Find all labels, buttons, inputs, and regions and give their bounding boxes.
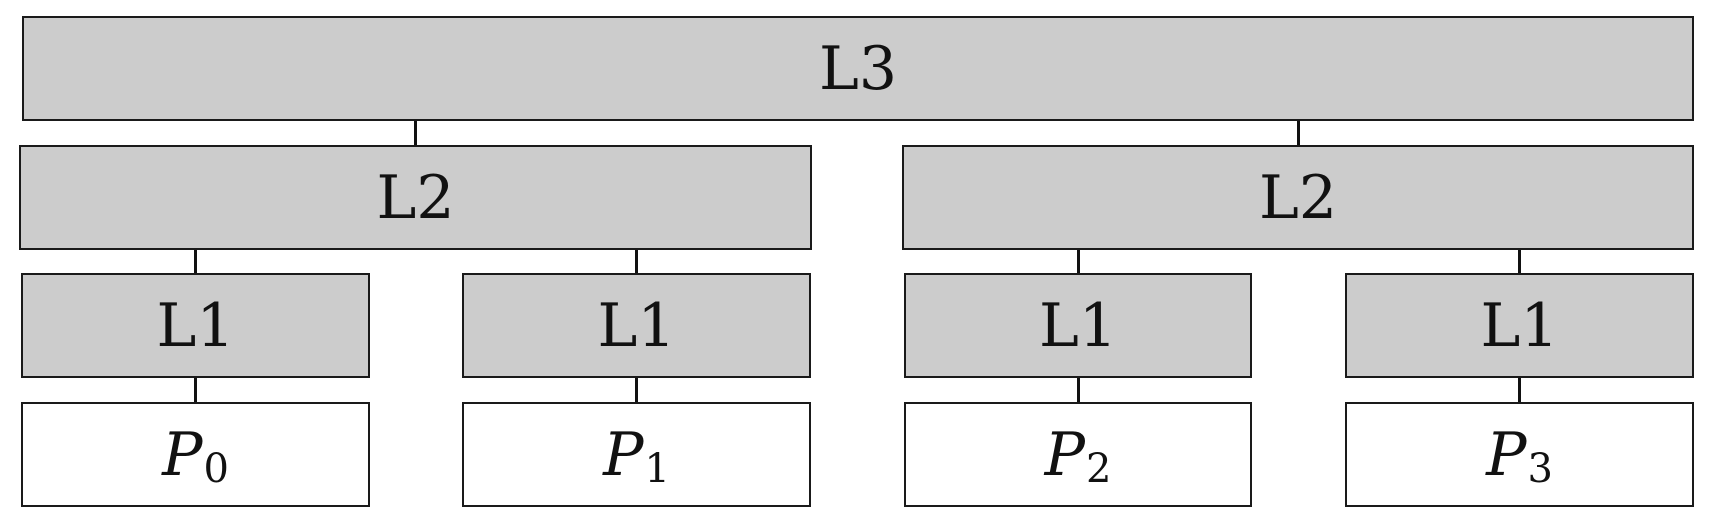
- connector-l2-to-l1: [635, 250, 638, 273]
- processor-letter: P: [1486, 419, 1527, 490]
- l3-cache-box: L3: [22, 16, 1694, 121]
- processor-letter: P: [1044, 419, 1085, 490]
- l1-cache-label: L1: [1480, 290, 1559, 361]
- l2-cache-label: L2: [1258, 162, 1338, 233]
- connector-l2-to-l1: [1077, 250, 1080, 273]
- processor-index: 2: [1085, 445, 1112, 492]
- l1-cache-label: L1: [1038, 290, 1118, 361]
- l3-cache-label: L3: [818, 33, 898, 104]
- connector-l2-to-l1: [1518, 250, 1521, 273]
- l1-cache-box: L1: [904, 273, 1252, 378]
- processor-index: 3: [1527, 445, 1553, 492]
- connector-l1-to-processor: [1518, 378, 1521, 402]
- l1-cache-label: L1: [156, 290, 235, 361]
- processor-index: 0: [203, 445, 229, 492]
- connector-l2-to-l1: [194, 250, 197, 273]
- connector-l3-to-l2: [1297, 121, 1300, 145]
- processor-letter: P: [603, 419, 644, 490]
- connector-l1-to-processor: [194, 378, 197, 402]
- l1-cache-box: L1: [1345, 273, 1694, 378]
- l2-cache-box: L2: [19, 145, 812, 250]
- l1-cache-box: L1: [21, 273, 370, 378]
- connector-l1-to-processor: [1077, 378, 1080, 402]
- l1-cache-label: L1: [597, 290, 676, 361]
- l2-cache-label: L2: [376, 162, 455, 233]
- processor-letter: P: [162, 419, 203, 490]
- processor-index: 1: [644, 445, 670, 492]
- connector-l1-to-processor: [635, 378, 638, 402]
- l1-cache-box: L1: [462, 273, 811, 378]
- l2-cache-box: L2: [902, 145, 1694, 250]
- connector-l3-to-l2: [414, 121, 417, 145]
